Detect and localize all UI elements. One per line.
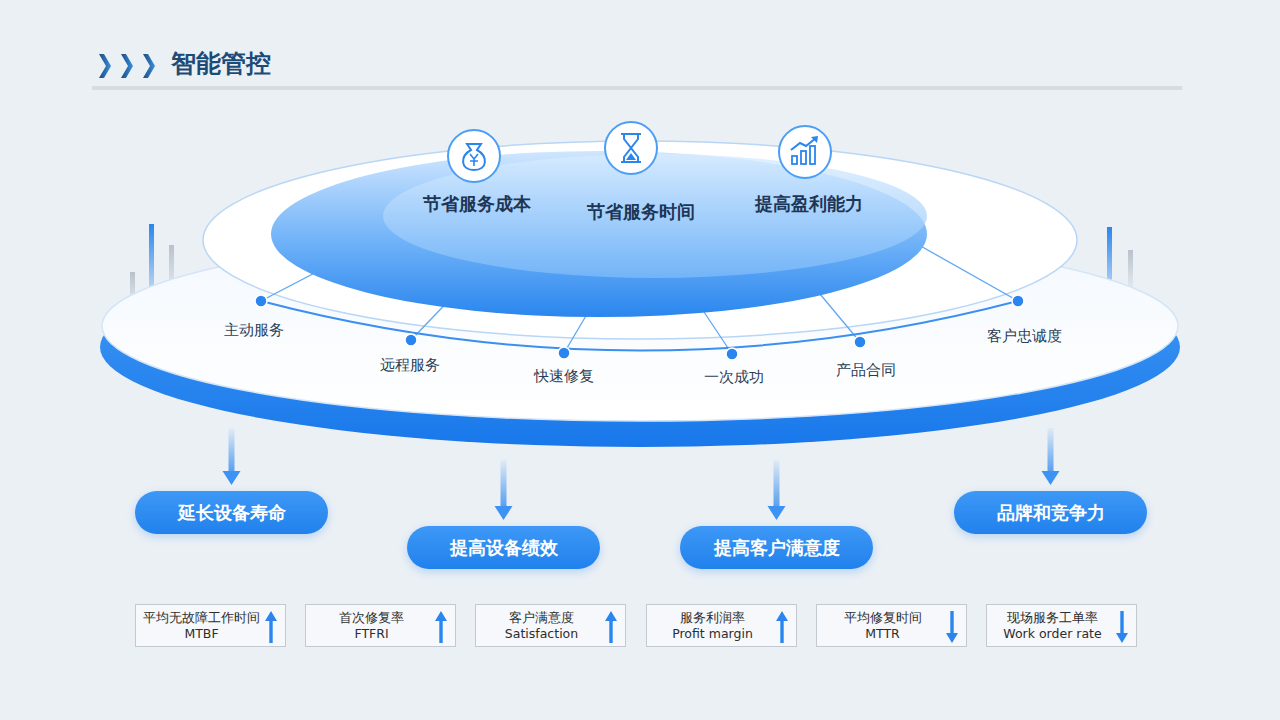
goal-pill: 提高客户满意度 (680, 526, 873, 569)
metric-code: MTBF (184, 626, 218, 642)
hourglass-icon (605, 122, 657, 174)
point-label: 远程服务 (380, 356, 440, 375)
metric-box: 首次修复率FTFRI (305, 604, 456, 647)
benefit-label: 节省服务时间 (587, 200, 695, 224)
chevron (99, 54, 111, 78)
metric-name: 首次修复率 (339, 610, 404, 626)
metric-name: 客户满意度 (509, 610, 574, 626)
trend-arrow (1116, 611, 1128, 643)
goal-pill: 品牌和竞争力 (954, 491, 1147, 534)
goal-text: 提高设备绩效 (450, 536, 558, 560)
inner-ellipse (270, 150, 928, 318)
goal-pill: 提高设备绩效 (407, 526, 600, 569)
flow-arrow (495, 460, 513, 520)
metric-code: Profit margin (672, 626, 753, 642)
metric-box: 客户满意度Satisfaction (475, 604, 626, 647)
metric-code: FTFRI (354, 626, 388, 642)
goal-pill: 延长设备寿命 (135, 491, 328, 534)
metric-name: 平均修复时间 (844, 610, 922, 626)
title-rule (92, 86, 1182, 90)
point-label: 产品合同 (836, 361, 896, 380)
goal-text: 延长设备寿命 (178, 501, 286, 525)
metric-box: 现场服务工单率Work order rate (986, 604, 1137, 647)
benefit-label: 节省服务成本 (423, 192, 531, 216)
flow-arrow (223, 428, 241, 485)
flow-arrow (768, 460, 786, 520)
point-label: 一次成功 (704, 368, 764, 387)
metric-name: 现场服务工单率 (1007, 610, 1098, 626)
chevron (121, 54, 133, 78)
point-label: 主动服务 (224, 321, 284, 340)
flow-arrow (1042, 428, 1060, 485)
benefit-label: 提高盈利能力 (755, 192, 863, 216)
metric-code: MTTR (865, 626, 900, 642)
trend-arrow (435, 611, 447, 643)
metric-box: 服务利润率Profit margin (646, 604, 797, 647)
goal-text: 提高客户满意度 (714, 536, 840, 560)
point-label: 快速修复 (534, 367, 594, 386)
metric-name: 服务利润率 (680, 610, 745, 626)
money-icon (448, 130, 500, 182)
trend-arrow (946, 611, 958, 643)
metric-code: Work order rate (1003, 626, 1101, 642)
metric-box: 平均修复时间MTTR (816, 604, 967, 647)
metric-name: 平均无故障工作时间 (143, 610, 260, 626)
chevron (143, 54, 155, 78)
trend-arrow (605, 611, 617, 643)
point-label: 客户忠诚度 (987, 327, 1062, 346)
inner-ellipse: 节省服务成本 节省服务时间 提高盈利能力 (270, 150, 928, 318)
trend-arrow (265, 611, 277, 643)
goal-text: 品牌和竞争力 (997, 501, 1105, 525)
title: 智能管控 (171, 47, 271, 80)
metric-box: 平均无故障工作时间MTBF (135, 604, 286, 647)
growth-icon (779, 126, 831, 178)
metric-code: Satisfaction (505, 626, 578, 642)
trend-arrow (776, 611, 788, 643)
